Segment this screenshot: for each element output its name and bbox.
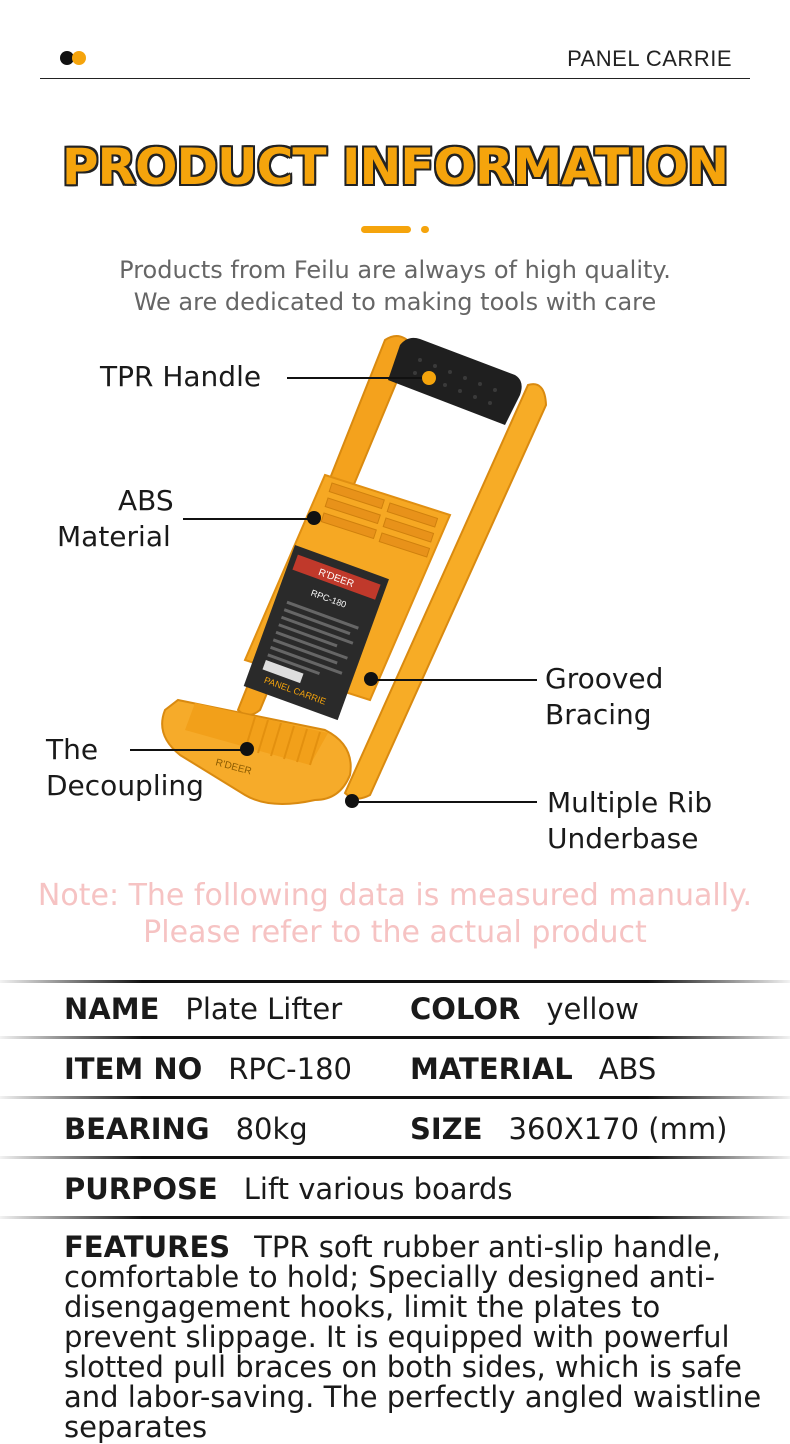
- spec-purpose-label: PURPOSE: [64, 1172, 218, 1206]
- callout-line-abs: [183, 518, 313, 520]
- callout-line-decoupling: [130, 749, 245, 751]
- page-header: PANEL CARRIE: [40, 40, 750, 79]
- callout-line-rib: [355, 801, 537, 803]
- callout-tpr-handle: TPR Handle: [100, 360, 262, 393]
- spec-color: COLOR yellow: [410, 992, 639, 1026]
- marker-grooved: [364, 672, 378, 686]
- marker-decoupling: [240, 742, 254, 756]
- callout-rib-line1: Multiple Rib: [547, 786, 713, 819]
- spec-bearing-value: 80kg: [235, 1112, 308, 1146]
- subtitle-line-2: We are dedicated to making tools with ca…: [133, 288, 657, 316]
- title-underline-dot: [421, 226, 429, 233]
- features-text: TPR soft rubber anti-slip handle, comfor…: [64, 1230, 762, 1444]
- panel-carrier-image: R'DEER RPC-180 PANEL CARRIE R'DEER: [161, 335, 548, 805]
- callout-rib-line2: Underbase: [547, 822, 699, 855]
- spec-purpose-value: Lift various boards: [243, 1172, 513, 1206]
- spec-rule-5: [0, 1216, 790, 1219]
- spec-name-value: Plate Lifter: [185, 992, 343, 1026]
- marker-handle: [422, 371, 436, 385]
- callout-decoupling-line1: The: [46, 733, 99, 766]
- callout-grooved-line2: Bracing: [545, 698, 652, 731]
- logo-dot-orange: [72, 51, 86, 65]
- callout-abs-line2: Material: [57, 520, 171, 553]
- callout-decoupling-line2: Decoupling: [46, 769, 204, 802]
- spec-purpose: PURPOSE Lift various boards: [64, 1172, 512, 1206]
- page-title: PRODUCT INFORMATION: [61, 138, 729, 196]
- spec-material-label: MATERIAL: [410, 1052, 573, 1086]
- callout-line-handle: [287, 377, 427, 379]
- spec-color-label: COLOR: [410, 992, 521, 1026]
- spec-item-label: ITEM NO: [64, 1052, 203, 1086]
- logo-dot-black: [60, 51, 74, 65]
- spec-size-value: 360X170 (mm): [508, 1112, 728, 1146]
- note-line-1: Note: The following data is measured man…: [37, 878, 753, 913]
- spec-name: NAME Plate Lifter: [64, 992, 342, 1026]
- spec-item-no: ITEM NO RPC-180: [64, 1052, 352, 1086]
- header-brand: PANEL CARRIE: [567, 46, 732, 71]
- title-underline: [361, 226, 411, 233]
- spec-size-label: SIZE: [410, 1112, 483, 1146]
- marker-rib: [345, 794, 359, 808]
- spec-rule-2: [0, 1036, 790, 1039]
- marker-abs: [307, 511, 321, 525]
- spec-material: MATERIAL ABS: [410, 1052, 656, 1086]
- spec-color-value: yellow: [546, 992, 639, 1026]
- spec-bearing-label: BEARING: [64, 1112, 210, 1146]
- spec-bearing: BEARING 80kg: [64, 1112, 308, 1146]
- callout-abs-line1: ABS: [118, 484, 174, 517]
- spec-name-label: NAME: [64, 992, 160, 1026]
- features-label: FEATURES: [64, 1230, 231, 1264]
- spec-rule-1: [0, 980, 790, 983]
- spec-size: SIZE 360X170 (mm): [410, 1112, 727, 1146]
- spec-item-value: RPC-180: [228, 1052, 352, 1086]
- note-line-2: Please refer to the actual product: [143, 915, 647, 950]
- spec-rule-4: [0, 1156, 790, 1159]
- spec-rule-3: [0, 1096, 790, 1099]
- spec-material-value: ABS: [598, 1052, 657, 1086]
- callout-grooved-line1: Grooved: [545, 662, 664, 695]
- callout-line-grooved: [372, 679, 537, 681]
- subtitle-line-1: Products from Feilu are always of high q…: [119, 256, 671, 284]
